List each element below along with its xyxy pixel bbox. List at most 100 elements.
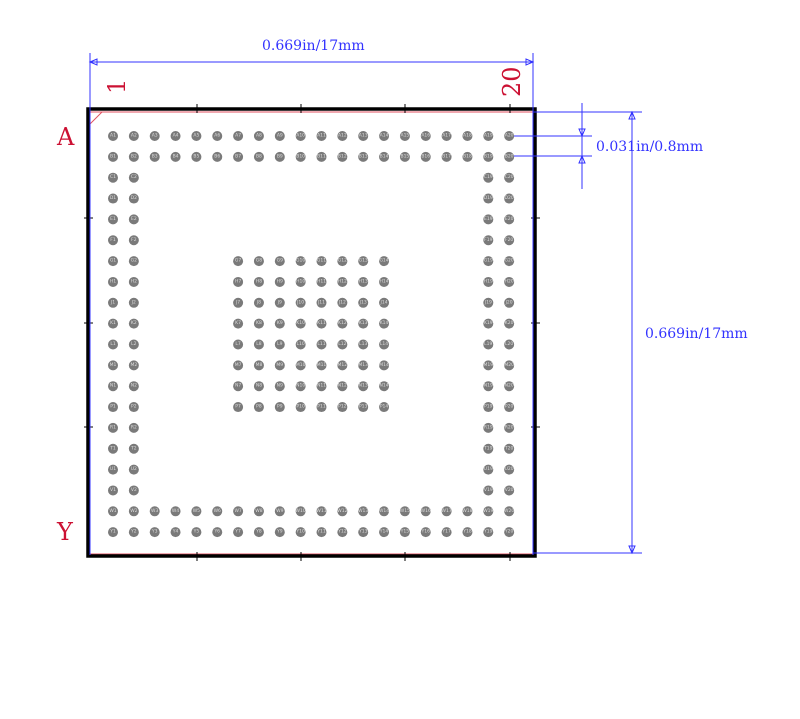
ball-label: B18 xyxy=(463,153,472,159)
width-dimension-label: 0.669in/17mm xyxy=(262,38,365,54)
ball-label: R1 xyxy=(110,424,116,430)
ball-pad xyxy=(274,297,285,308)
ball-V2: V2 xyxy=(128,485,139,496)
ball-W20: W20 xyxy=(504,506,514,517)
ball-B6: B6 xyxy=(212,151,223,162)
ball-pad xyxy=(108,360,118,371)
ball-label: R20 xyxy=(505,424,514,430)
ball-A5: A5 xyxy=(191,131,202,141)
ball-J9: J9 xyxy=(274,297,285,308)
ball-label: A5 xyxy=(193,133,199,139)
ball-pad xyxy=(358,506,369,517)
ball-label: A14 xyxy=(380,133,389,139)
ball-label: N12 xyxy=(338,383,347,389)
dimension-lines xyxy=(88,53,642,555)
ball-label: B3 xyxy=(152,153,158,159)
ball-pad xyxy=(108,131,118,141)
ball-label: P20 xyxy=(505,404,514,410)
ball-L12: L12 xyxy=(337,339,348,350)
ball-label: V20 xyxy=(505,487,514,493)
ball-N11: N11 xyxy=(316,381,327,392)
ball-G8: G8 xyxy=(253,256,264,267)
ball-pad xyxy=(504,151,515,162)
ball-pad xyxy=(149,506,160,517)
ball-pad xyxy=(233,527,244,538)
ball-V1: V1 xyxy=(108,485,118,496)
ball-label: A3 xyxy=(152,133,158,139)
ball-pad xyxy=(253,297,264,308)
ball-W1: W1 xyxy=(108,506,118,517)
ball-pad xyxy=(504,172,515,183)
ball-A9: A9 xyxy=(274,131,285,141)
ball-pad xyxy=(483,485,494,496)
ball-Y16: Y16 xyxy=(421,527,431,538)
ball-label: A18 xyxy=(463,133,472,139)
ball-F2: F2 xyxy=(128,235,139,246)
ball-pad xyxy=(128,318,139,329)
ball-K19: K19 xyxy=(483,318,494,329)
ball-T19: T19 xyxy=(483,443,494,454)
ball-A6: A6 xyxy=(212,131,223,141)
ball-pad xyxy=(253,402,264,413)
ball-F20: F20 xyxy=(504,235,515,246)
ball-B12: B12 xyxy=(337,151,348,162)
ball-R20: R20 xyxy=(504,422,515,433)
ball-pad xyxy=(108,527,118,538)
ball-label: A9 xyxy=(277,133,283,139)
ball-pad xyxy=(358,151,369,162)
ball-pad xyxy=(316,506,327,517)
ball-pad xyxy=(462,506,473,517)
ball-label: J7 xyxy=(235,299,240,305)
ball-W12: W12 xyxy=(337,506,348,517)
ball-A12: A12 xyxy=(337,131,348,141)
ball-label: L10 xyxy=(297,341,305,347)
ball-P8: P8 xyxy=(253,402,264,413)
ball-pad xyxy=(212,131,223,141)
ball-pad xyxy=(170,527,181,538)
ball-label: N10 xyxy=(296,383,305,389)
ball-pad xyxy=(337,276,348,287)
ball-H8: H8 xyxy=(253,276,264,287)
pitch-dimension-label: 0.031in/0.8mm xyxy=(596,139,703,155)
ball-J8: J8 xyxy=(253,297,264,308)
ball-D2: D2 xyxy=(128,193,139,204)
ball-Y9: Y9 xyxy=(274,527,285,538)
ball-label: T1 xyxy=(109,445,116,451)
ball-K9: K9 xyxy=(274,318,285,329)
ball-L19: L19 xyxy=(483,339,494,350)
ball-pad xyxy=(295,131,306,141)
ball-label: C19 xyxy=(484,174,493,180)
ball-P12: P12 xyxy=(337,402,348,413)
ball-pad xyxy=(379,276,390,287)
ball-pad xyxy=(504,193,515,204)
ball-label: G11 xyxy=(317,258,326,264)
ball-label: Y2 xyxy=(130,529,137,535)
ball-label: W3 xyxy=(151,508,158,514)
ball-pad xyxy=(337,151,348,162)
ball-label: A12 xyxy=(338,133,347,139)
ball-A2: A2 xyxy=(128,131,139,141)
ball-P14: P14 xyxy=(379,402,390,413)
ball-pad xyxy=(274,276,285,287)
ball-A7: A7 xyxy=(233,131,244,141)
ball-pad xyxy=(483,527,494,538)
ball-B2: B2 xyxy=(128,151,139,162)
ball-J20: J20 xyxy=(504,297,515,308)
ball-label: P1 xyxy=(110,404,116,410)
ball-label: N20 xyxy=(505,383,514,389)
ball-label: Y7 xyxy=(234,529,241,535)
ball-M8: M8 xyxy=(253,360,264,371)
ball-pad xyxy=(483,256,494,267)
ball-label: Y16 xyxy=(421,529,431,535)
ball-pad xyxy=(399,131,410,141)
ball-label: Y9 xyxy=(276,529,283,535)
ball-pad xyxy=(420,151,431,162)
ball-Y8: Y8 xyxy=(253,527,264,538)
ball-pad xyxy=(295,151,306,162)
ball-label: L2 xyxy=(131,341,137,347)
ball-J14: J14 xyxy=(379,297,390,308)
ball-pad xyxy=(108,256,118,267)
ball-U19: U19 xyxy=(483,464,494,475)
ball-label: H2 xyxy=(131,278,137,284)
